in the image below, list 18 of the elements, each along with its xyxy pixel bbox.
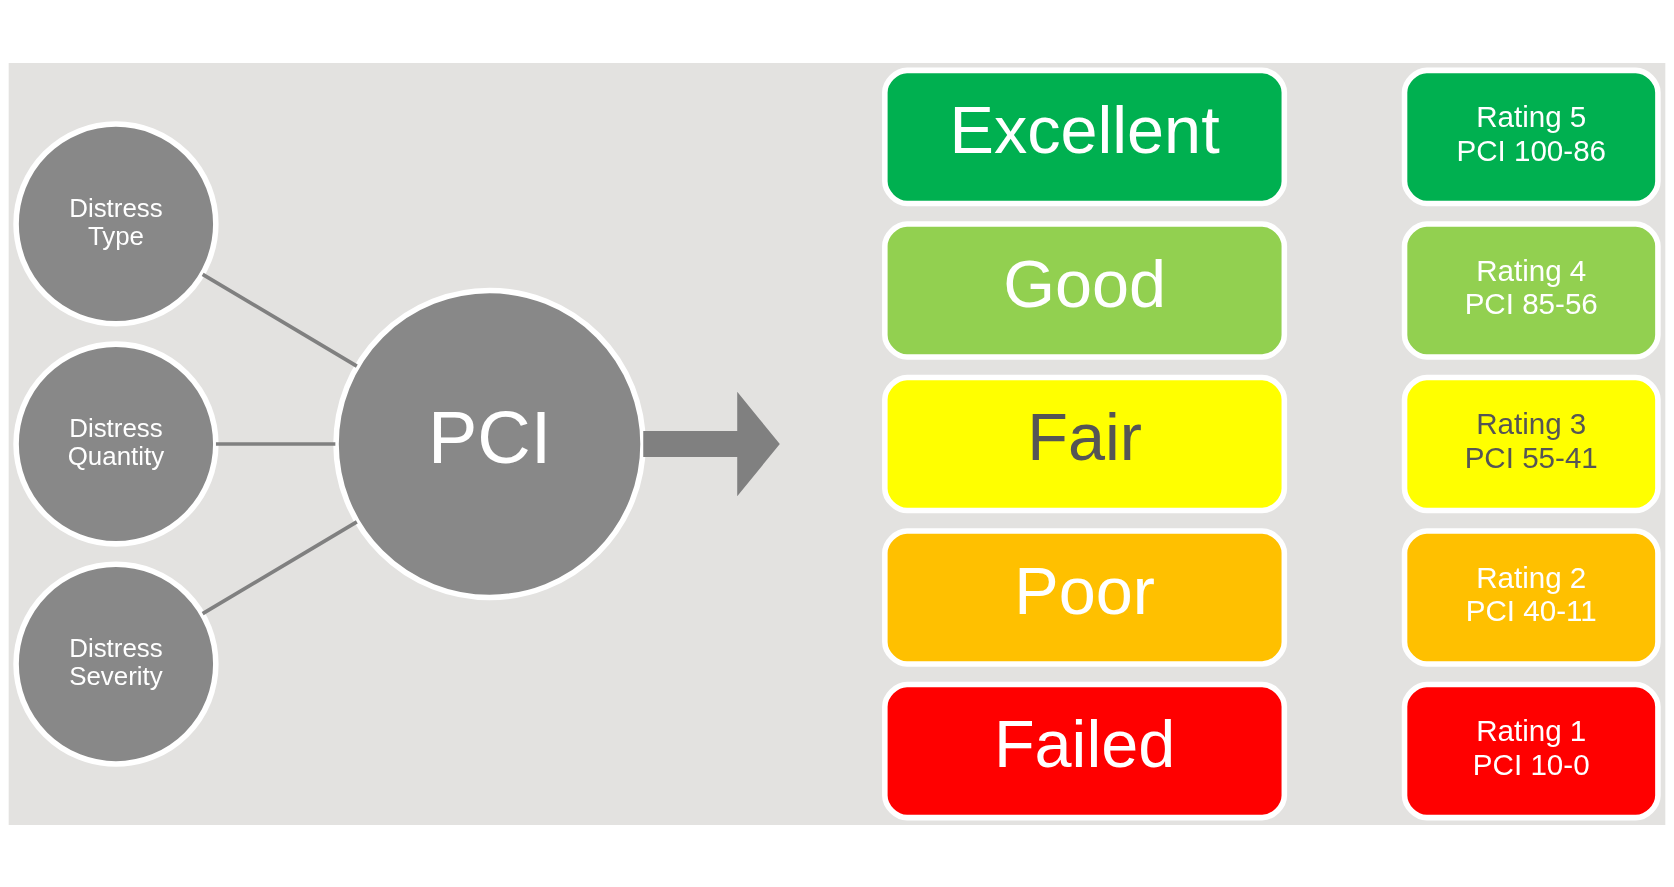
connector	[201, 272, 358, 368]
connector	[215, 441, 336, 446]
node-box: Poor	[882, 527, 1288, 667]
node-box: Fair	[882, 374, 1288, 513]
node-circle: Distress Quantity	[13, 340, 219, 547]
node-circle: Distress Type	[13, 120, 219, 327]
arrow	[643, 391, 780, 496]
node-box: Failed	[882, 681, 1288, 820]
node-box: Rating 2 PCI 40-11	[1401, 527, 1661, 667]
node-box: Rating 4 PCI 85-56	[1401, 220, 1661, 360]
node-box: Good	[882, 220, 1288, 360]
node-box: Rating 3 PCI 55-41	[1401, 374, 1661, 513]
node-box: Rating 5 PCI 100-86	[1401, 67, 1661, 206]
node-box: Rating 1 PCI 10-0	[1401, 681, 1661, 820]
connector	[201, 519, 358, 615]
node-box: Excellent	[882, 67, 1288, 206]
node-circle: PCI	[333, 287, 646, 600]
node-circle: Distress Severity	[13, 560, 219, 767]
